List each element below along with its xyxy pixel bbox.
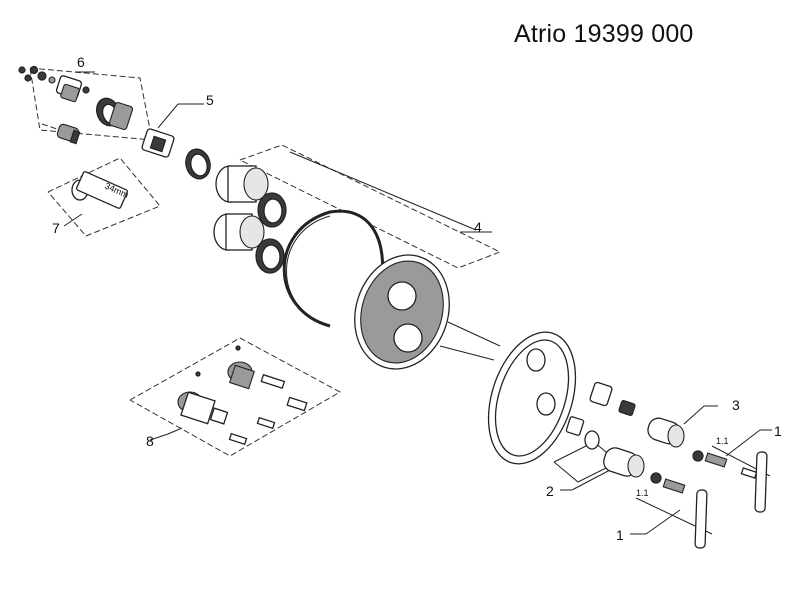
part-group-7: 34mm — [47, 157, 161, 237]
part-group-2 — [553, 416, 645, 491]
callout-6: 6 — [77, 54, 85, 70]
part-group-1-upper: 1.1 — [692, 429, 772, 513]
part-group-8 — [129, 337, 342, 457]
part-group-1-lower: 1.1 — [630, 472, 713, 549]
callout-7: 7 — [52, 220, 60, 236]
callout-5: 5 — [206, 92, 214, 108]
callout-4: 4 — [474, 219, 482, 235]
part-group-5 — [141, 103, 211, 180]
part-group-3 — [589, 381, 718, 448]
callout-3: 3 — [732, 397, 740, 413]
callout-1-upper: 1 — [774, 423, 782, 439]
valve-body-parts — [213, 144, 502, 274]
diagram-title: Atrio 19399 000 — [514, 20, 694, 48]
dimension-1-1-lower: 1.1 — [636, 488, 649, 498]
callout-8: 8 — [146, 433, 154, 449]
part-group-6 — [18, 65, 153, 145]
callout-1-lower: 1 — [616, 527, 624, 543]
callout-2: 2 — [546, 483, 554, 499]
dimension-1-1-upper: 1.1 — [716, 436, 729, 446]
cover-plate — [487, 331, 577, 465]
part-group-4 — [282, 209, 501, 370]
